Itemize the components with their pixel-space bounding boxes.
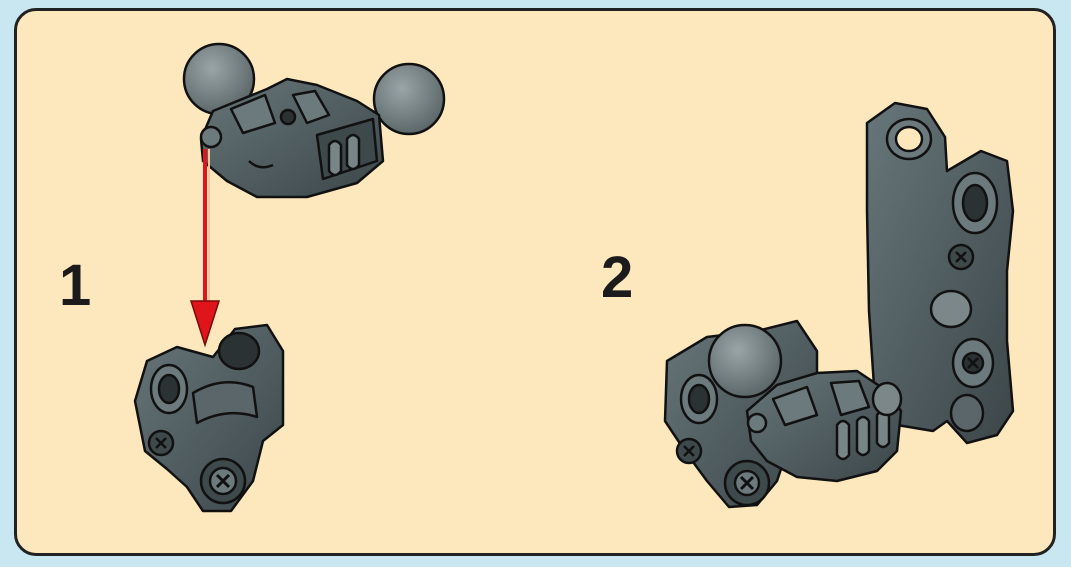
step-1-socket-connector-part: [135, 325, 283, 511]
down-arrow-icon: [191, 149, 219, 345]
step-2-assembled-model: [665, 103, 1013, 507]
step-1-ball-connector-part: [184, 44, 444, 197]
ball-right: [374, 64, 444, 134]
instruction-panel: 1 2: [14, 8, 1056, 556]
assembly-illustration: [17, 11, 1056, 556]
